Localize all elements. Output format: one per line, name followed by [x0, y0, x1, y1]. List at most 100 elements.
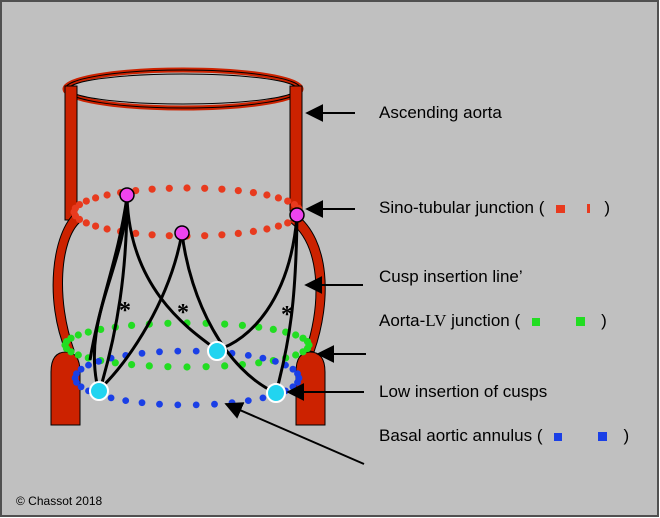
sino-tubular-dot [249, 189, 257, 197]
basal-annulus-dot [174, 401, 182, 409]
label-aorta-lv-text-b: junction ( [446, 311, 521, 330]
basal-annulus-dot [138, 349, 146, 357]
arrow-basal-annulus [224, 402, 365, 465]
label-low-insertion: Low insertion of cusps [379, 382, 548, 401]
basal-annulus-dot [156, 400, 163, 408]
aorta-lv-dot [255, 359, 263, 367]
label-sino-tubular-text: Sino-tubular junction ( [379, 198, 545, 217]
aorta-lv-dot [292, 351, 300, 359]
sino-tubular-dot [249, 227, 257, 235]
sino-tubular-dot [274, 194, 282, 202]
low-insertion-point-left [89, 381, 109, 401]
sino-tubular-dot [284, 197, 292, 205]
aorta-lv-dot [74, 331, 82, 339]
basal-annulus-dot [294, 370, 301, 377]
sino-tubular-dot [274, 222, 282, 230]
right-cusp-line-b [274, 215, 299, 394]
sino-tubular-dot [263, 191, 271, 199]
aorta-left-wall [64, 85, 78, 221]
star-marker-middle: * [177, 300, 189, 326]
sino-tubular-dot [75, 201, 84, 209]
sino-tubular-dot [234, 229, 242, 237]
sino-tubular-dot [165, 232, 173, 240]
star-marker-left: * [119, 298, 131, 324]
basal-annulus-swatch-1 [554, 432, 563, 441]
cusp-insertion-lines [88, 196, 299, 399]
label-basal-aortic-annulus: Basal aortic annulus () [379, 426, 629, 446]
aorta-lv-dot [164, 319, 172, 327]
aorta-lv-dot [221, 362, 229, 370]
aorta-lv-dot [74, 351, 82, 359]
commissure-point-middle [174, 225, 190, 241]
aorta-lv-dot [303, 338, 312, 346]
aorta-lv-dot [269, 325, 277, 333]
label-basal-annulus-close: ) [623, 426, 630, 445]
basal-annulus-dot [122, 397, 130, 404]
sino-tubular-dot [218, 231, 226, 239]
aorta-lv-dot [183, 363, 191, 371]
label-aorta-lv-text-a: Aorta- [379, 311, 426, 330]
basal-annulus-dot [107, 394, 115, 402]
star-marker-right: * [281, 302, 293, 328]
sino-tubular-dot [263, 225, 271, 233]
sino-tubular-dot [201, 184, 209, 192]
basal-annulus-dot [259, 354, 267, 362]
aorta-lv-dot [67, 334, 75, 342]
sino-tubular-dot [132, 229, 140, 237]
basal-annulus-dot [211, 400, 218, 408]
commissure-point-left [119, 187, 135, 203]
sino-tubular-dot [234, 187, 242, 195]
aorta-lv-dot [164, 363, 172, 371]
label-sino-tubular-close: ) [604, 198, 611, 217]
low-insertion-point-middle [207, 341, 227, 361]
basal-annulus-dot [77, 383, 85, 391]
sino-tubular-dot [82, 219, 90, 227]
basal-annulus-dot [156, 348, 163, 356]
aorta-right-wall [289, 85, 303, 212]
aorta-lv-dot [202, 363, 210, 371]
basal-annulus-dot [73, 370, 80, 377]
label-aorta-lv-text-lv: LV [425, 311, 447, 330]
aorta-lv-swatch-2 [576, 317, 586, 327]
label-aorta-lv-junction: Aorta-LV junction () [379, 311, 607, 331]
basal-annulus-dot [244, 352, 252, 359]
label-sino-tubular-junction: Sino-tubular junction () [379, 198, 610, 218]
aorta-lv-dot [145, 362, 153, 370]
sino-tubular-dot [148, 185, 156, 193]
basal-annulus-dot [85, 361, 92, 369]
sino-tubular-dot [103, 225, 111, 233]
basal-annulus-swatch-2 [598, 432, 608, 442]
sino-tubular-dot [82, 197, 90, 205]
sino-tubular-dot [284, 219, 292, 227]
left-cusp-line-b [125, 196, 218, 352]
aorta-lv-dot [128, 361, 136, 369]
basal-annulus-dot [289, 383, 297, 391]
copyright-notice: © Chassot 2018 [16, 494, 103, 508]
sino-tubular-dot [201, 232, 209, 240]
aorta-lv-dot [238, 321, 246, 329]
sino-tubular-swatch-dot [556, 204, 566, 213]
right-cusp-line [216, 215, 299, 352]
sino-tubular-dot [218, 185, 226, 193]
basal-annulus-dot [192, 401, 200, 409]
sino-tubular-dot [165, 184, 173, 192]
basal-annulus-dot [174, 347, 182, 355]
commissure-point-right [289, 207, 305, 223]
aorta-lv-dot [128, 321, 136, 329]
sino-tubular-dot [103, 191, 111, 199]
right-lv-block [295, 351, 326, 426]
label-ascending-aorta: Ascending aorta [379, 103, 502, 122]
basal-annulus-dot [192, 347, 200, 355]
aorta-lv-dot [221, 320, 229, 328]
aorta-lv-dot [84, 328, 92, 336]
aorta-lv-dot [111, 359, 119, 367]
sino-tubular-dot [92, 194, 100, 202]
basal-annulus-dot [95, 358, 102, 365]
left-outer-cusp-line [88, 196, 129, 361]
label-cusp-insertion-line: Cusp insertion line’ [379, 267, 523, 286]
basal-annulus-dot [259, 394, 267, 402]
basal-annulus-dot [272, 358, 279, 365]
basal-annulus-dot [244, 397, 252, 404]
